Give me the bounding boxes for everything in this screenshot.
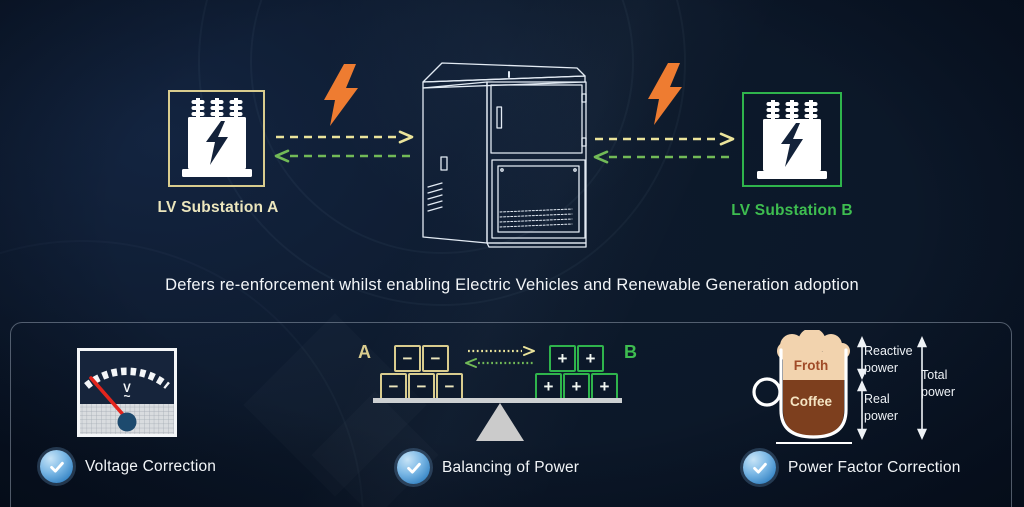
balance-fulcrum xyxy=(476,403,524,441)
headline: Defers re-enforcement whilst enabling El… xyxy=(165,276,859,294)
power-block-plus: + xyxy=(535,373,562,400)
lightning-bolt-icon xyxy=(324,64,358,126)
balance-side-b-label: B xyxy=(624,342,637,362)
plus-sign: + xyxy=(557,349,568,368)
lightning-glyph xyxy=(206,121,228,165)
lightning-bolt-icon xyxy=(648,63,682,125)
minus-sign: − xyxy=(388,377,399,396)
check-icon xyxy=(49,461,64,473)
power-block-minus: − xyxy=(408,373,435,400)
check-circle xyxy=(397,451,430,484)
check-icon xyxy=(406,462,421,474)
feature-balancing-of-power: Balancing of Power xyxy=(397,451,579,484)
meter-wave: ~ xyxy=(123,389,130,403)
measure-arrows xyxy=(856,336,928,440)
power-block-plus: + xyxy=(563,373,590,400)
froth-shape xyxy=(777,330,850,380)
lightning-glyph xyxy=(781,123,803,167)
power-block-plus: + xyxy=(577,345,604,372)
power-block-minus: − xyxy=(394,345,421,372)
transformer-icon xyxy=(757,100,827,179)
cup-outline xyxy=(779,348,848,439)
minus-sign: − xyxy=(430,349,441,368)
meter-knob xyxy=(117,412,137,432)
froth-label: Froth xyxy=(793,358,829,373)
coffee-cup-icon xyxy=(752,330,928,444)
dotted-flow-arrow-right xyxy=(468,346,535,356)
reverse-flow-arrow-b xyxy=(593,150,734,164)
plus-sign: + xyxy=(585,349,596,368)
minus-sign: − xyxy=(402,349,413,368)
forward-flow-arrow-b xyxy=(595,132,735,146)
coffee-shape xyxy=(783,380,844,436)
reactive-power-label: Reactive power xyxy=(864,344,913,375)
minus-sign: − xyxy=(444,377,455,396)
features-panel-outline xyxy=(10,322,1012,507)
feature-voltage-label: Voltage Correction xyxy=(85,457,217,475)
plus-sign: + xyxy=(571,377,582,396)
power-block-minus: − xyxy=(436,373,463,400)
power-cabinet-illustration xyxy=(422,62,587,248)
substation-b-label: LV Substation B xyxy=(731,202,853,219)
plus-sign: + xyxy=(543,377,554,396)
power-block-plus: + xyxy=(591,373,618,400)
voltmeter-icon: V ~ xyxy=(77,348,177,437)
feature-voltage-correction: Voltage Correction xyxy=(40,450,216,483)
plus-sign: + xyxy=(599,377,610,396)
substation-a-label: LV Substation A xyxy=(157,199,279,216)
transformer-icon xyxy=(182,98,252,177)
minus-sign: − xyxy=(416,377,427,396)
feature-power-factor-label: Power Factor Correction xyxy=(788,458,961,476)
check-circle xyxy=(743,451,776,484)
balance-side-a-label: A xyxy=(358,342,371,362)
meter-unit: V xyxy=(123,383,131,395)
power-block-minus: − xyxy=(380,373,407,400)
substation-b-box xyxy=(742,92,842,187)
dotted-flow-arrow-left xyxy=(465,358,534,368)
power-block-plus: + xyxy=(549,345,576,372)
substation-a-box xyxy=(168,90,265,187)
reverse-flow-arrow-a xyxy=(274,149,413,163)
coffee-label: Coffee xyxy=(789,394,832,409)
check-circle xyxy=(40,450,73,483)
feature-balancing-label: Balancing of Power xyxy=(442,458,580,476)
forward-flow-arrow-a xyxy=(276,130,414,144)
real-power-label: Real power xyxy=(864,392,899,423)
feature-power-factor-correction: Power Factor Correction xyxy=(743,451,961,484)
meter-needle xyxy=(89,376,128,420)
check-icon xyxy=(752,462,767,474)
total-power-label: Total power xyxy=(921,368,956,399)
balance-beam xyxy=(373,398,622,403)
power-block-minus: − xyxy=(422,345,449,372)
